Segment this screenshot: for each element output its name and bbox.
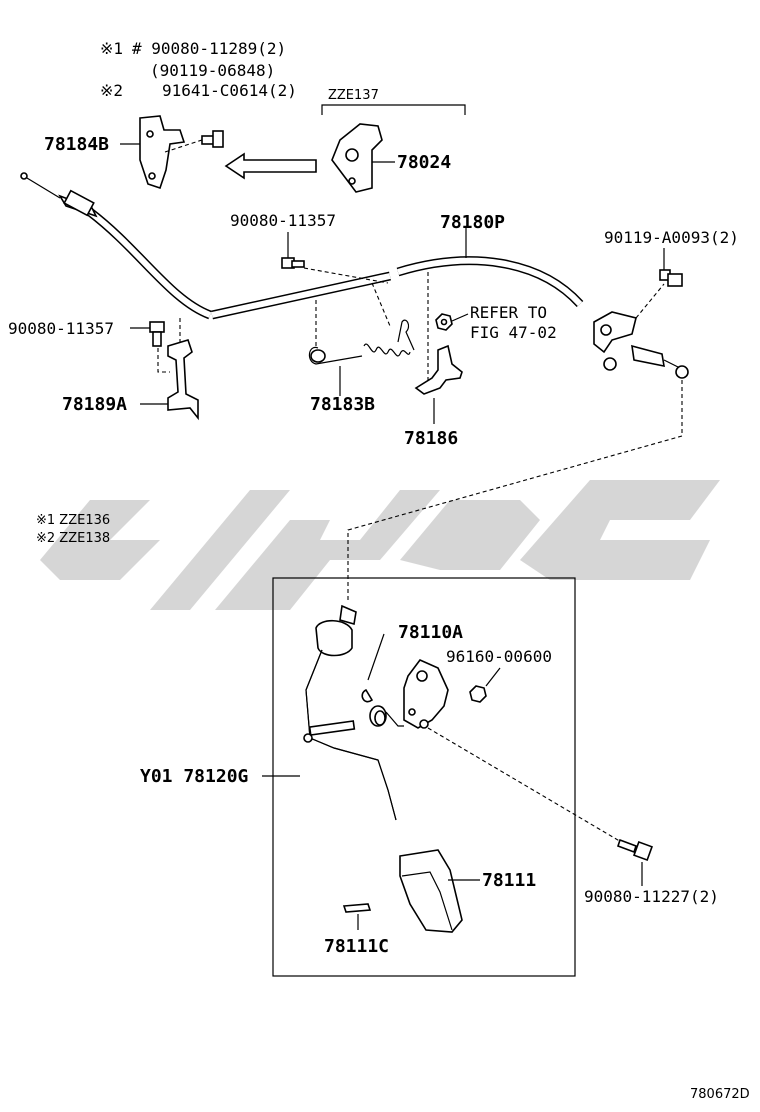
label-96160-00600: 96160-00600 <box>446 647 552 666</box>
variant-label: ZZE137 <box>328 88 379 103</box>
cable-78180P-drawing <box>20 172 584 320</box>
note1-mark: ※1 <box>100 39 123 58</box>
label-90080-11227: 90080-11227(2) <box>584 887 719 906</box>
pedal-pad-78111-drawing <box>399 849 463 933</box>
spring-78183B-drawing <box>308 319 415 365</box>
bolt-icon <box>616 838 653 861</box>
label-90119-A0093: 90119-A0093(2) <box>604 228 739 247</box>
legend-2: ※2 ZZE138 <box>36 531 110 546</box>
label-78189A: 78189A <box>62 394 127 415</box>
watermark-logo <box>40 480 720 610</box>
bolt-icon <box>659 269 683 287</box>
pedal-arm-78120G-drawing <box>303 604 397 821</box>
cable-end-bracket-drawing <box>593 311 689 379</box>
bolt-icon <box>281 257 305 269</box>
label-78180P: 78180P <box>440 212 505 233</box>
label-78184B: 78184B <box>44 134 109 155</box>
note2-mark: ※2 <box>100 81 123 100</box>
figure-code: 780672D <box>690 1087 750 1102</box>
pedal-bracket-drawing <box>403 659 449 729</box>
variant-bracket <box>321 104 466 115</box>
nut-icon <box>469 685 487 703</box>
note1-text: # 90080-11289(2) <box>132 39 286 58</box>
label-78183B: 78183B <box>310 394 375 415</box>
bolt-icon <box>201 130 224 148</box>
spring-78110A-drawing <box>361 633 404 727</box>
bracket-78184B-drawing <box>139 115 186 190</box>
label-78111: 78111 <box>482 870 536 891</box>
label-90080-11357-top: 90080-11357 <box>230 211 336 230</box>
label-78186: 78186 <box>404 428 458 449</box>
label-78120G: Y01 78120G <box>140 766 248 787</box>
bolt-icon <box>149 321 165 347</box>
refer-text-line2: FIG 47-02 <box>470 323 557 342</box>
refer-text-line1: REFER TO <box>470 303 547 322</box>
label-90080-11357-left: 90080-11357 <box>8 319 114 338</box>
legend-1: ※1 ZZE136 <box>36 513 110 528</box>
label-78110A: 78110A <box>398 622 463 643</box>
note1-sub: (90119-06848) <box>150 61 275 80</box>
pin-78111C-drawing <box>342 903 372 913</box>
pedal-assembly-box <box>272 577 576 977</box>
note2-text: 91641-C0614(2) <box>162 81 297 100</box>
direction-arrow-icon <box>224 152 317 180</box>
label-78111C: 78111C <box>324 936 389 957</box>
label-78024: 78024 <box>397 152 451 173</box>
bracket-78186-drawing <box>414 344 463 395</box>
bracket-78024-drawing <box>331 123 383 193</box>
nut-icon <box>435 313 453 331</box>
bracket-78189A-drawing <box>167 339 199 421</box>
